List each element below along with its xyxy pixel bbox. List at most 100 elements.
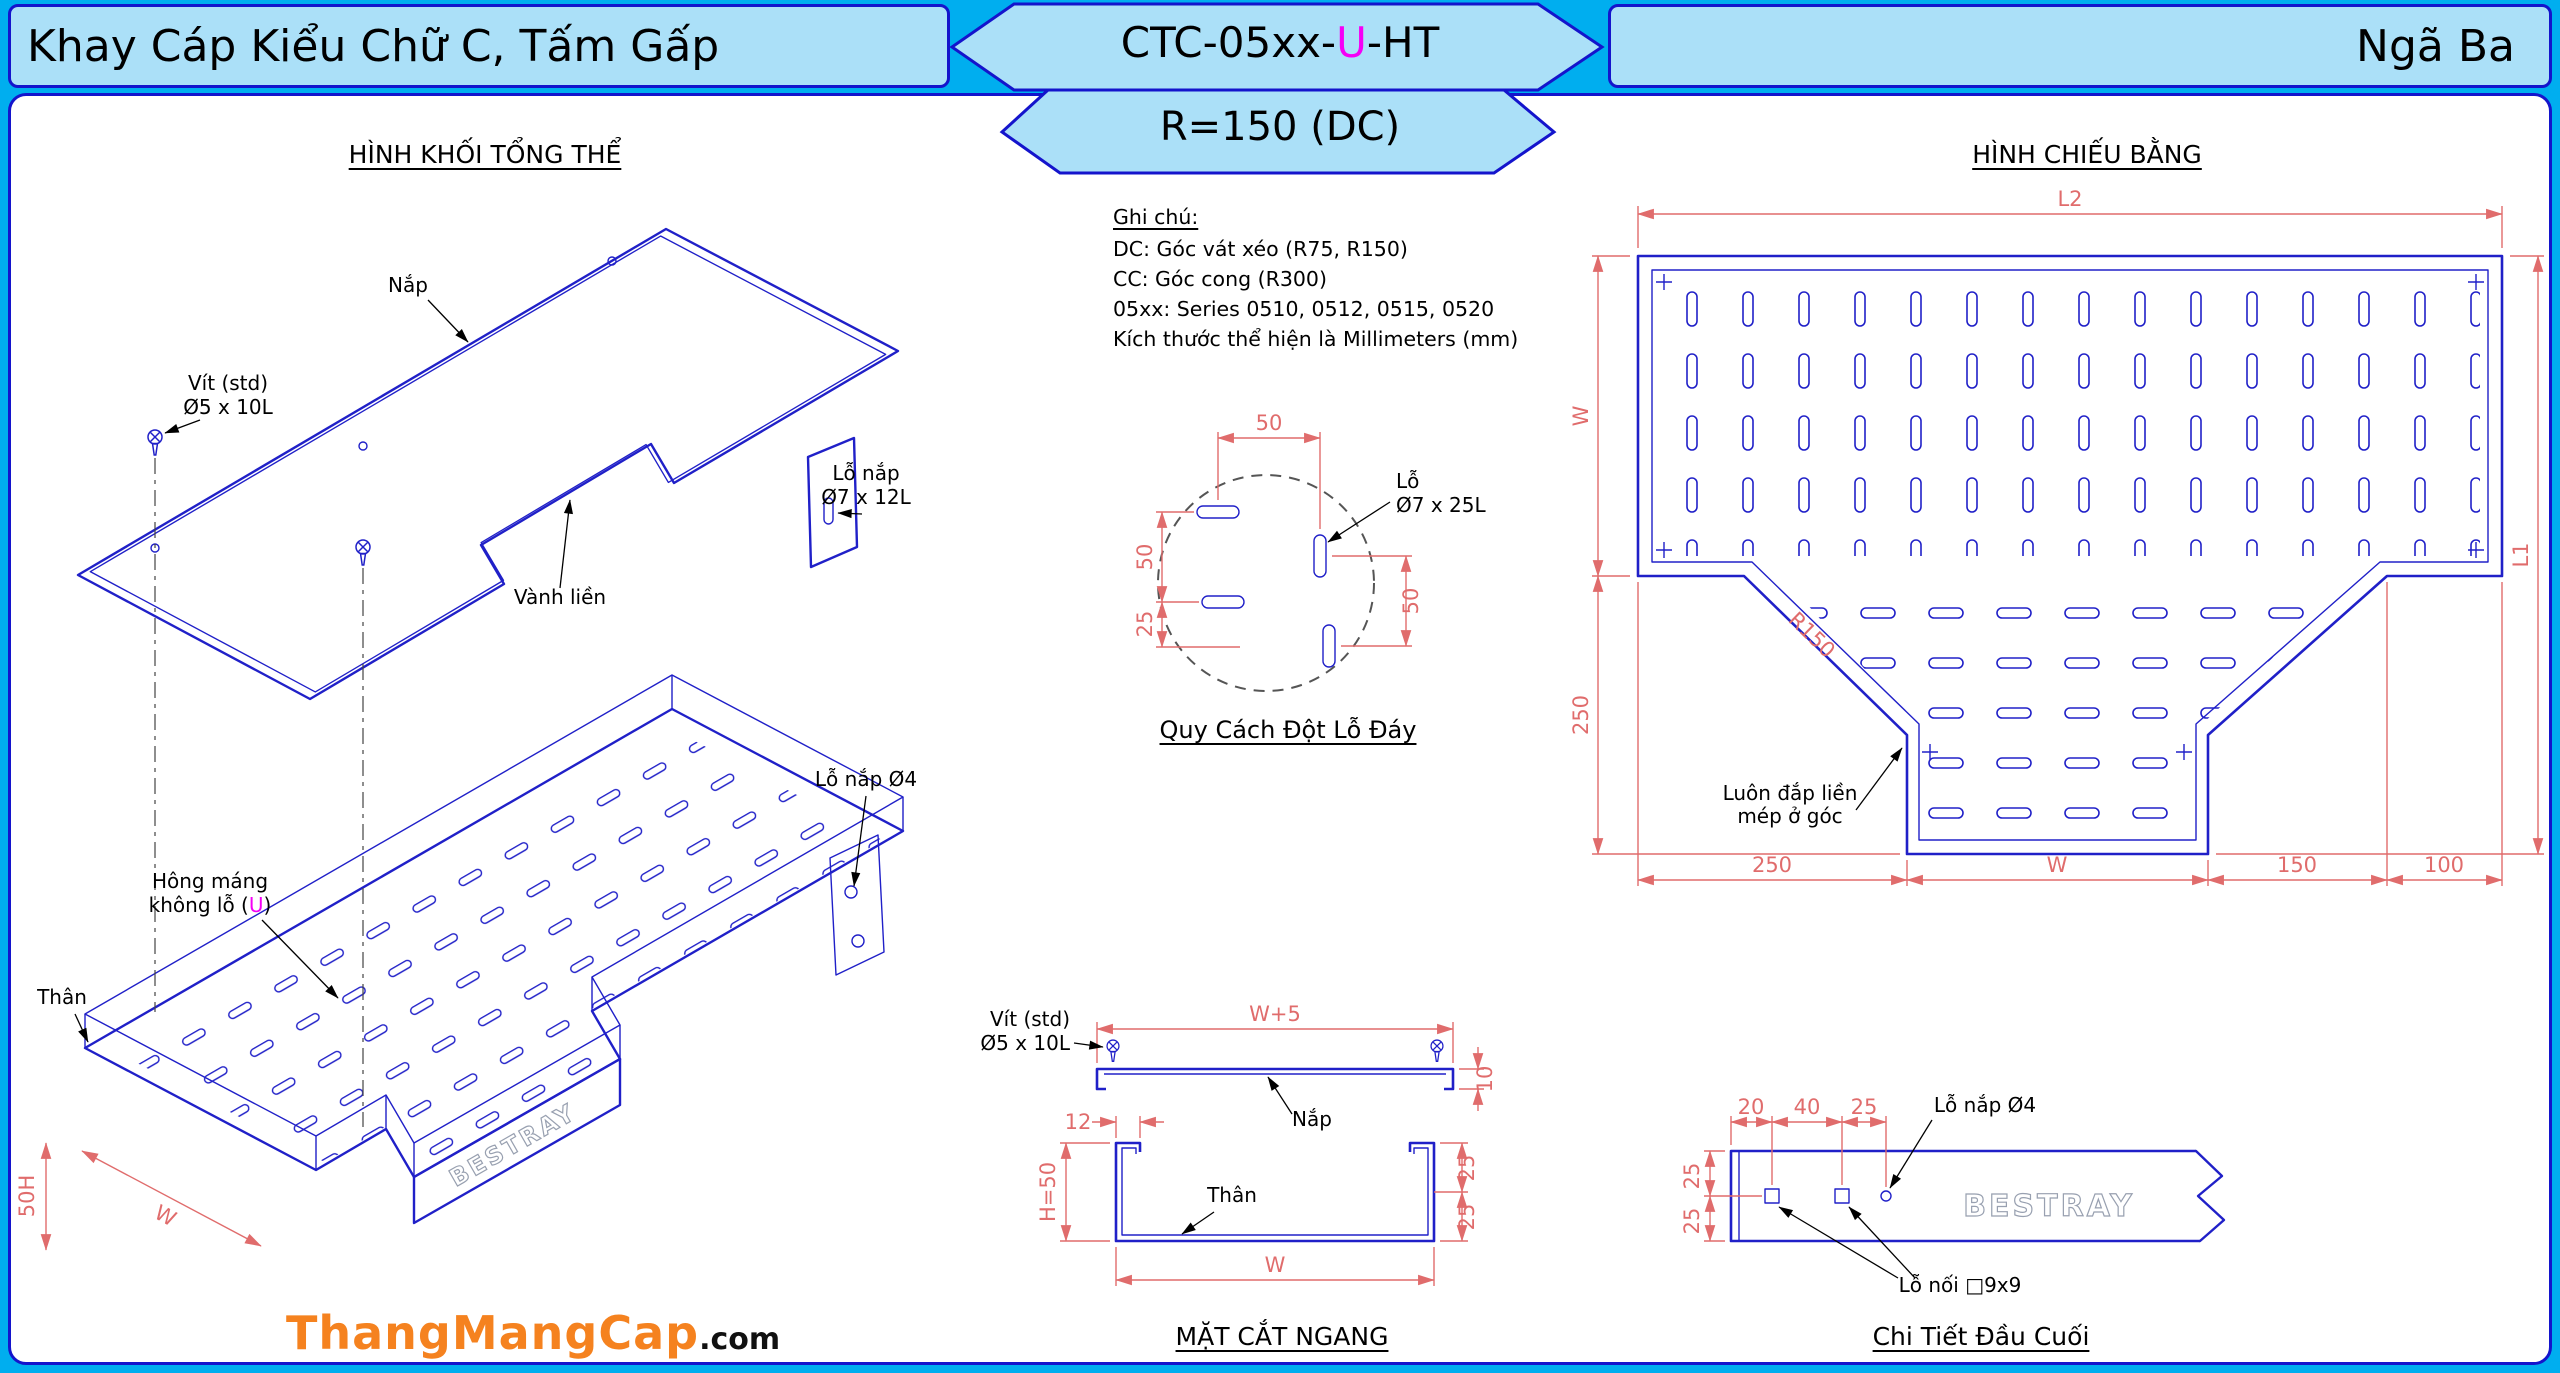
plan-perforations-stem (1790, 585, 2350, 838)
leader-line (261, 919, 339, 999)
screw-label-2: Ø5 x 10L (183, 395, 273, 419)
joint-hole-label: Lỗ nối □9x9 (1899, 1273, 2022, 1297)
dim-250-left: 250 (1569, 695, 1593, 735)
embossed-brand: BESTRAY (1963, 1189, 2135, 1224)
model-code-prefix: CTC-05xx- (1120, 18, 1337, 67)
leader-line (427, 299, 469, 343)
leader-line (1073, 1040, 1104, 1050)
dim-left-25: 25 (1133, 611, 1157, 638)
dim-l1: L1 (2509, 542, 2533, 567)
dim-25b: 25 (1680, 1208, 1704, 1235)
fitting-type-title: Ngã Ba (2356, 20, 2515, 72)
dim-50h: 50H (15, 1175, 39, 1218)
end-detail-drawing: 20 40 25 25 25 Lỗ nắp Ø4 BESTRAY Lỗ nối … (1680, 1093, 2226, 1297)
dim-25a: 25 (1455, 1155, 1479, 1182)
dim-25b: 25 (1455, 1204, 1479, 1231)
note-line: CC: Góc cong (R300) (1113, 267, 1327, 291)
cover-label: Nắp (1292, 1107, 1332, 1131)
branch-apron (412, 1057, 622, 1225)
tab-hole (844, 885, 858, 899)
note-line: DC: Góc vát xéo (R75, R150) (1113, 237, 1408, 261)
cover-screw-hole (358, 441, 368, 451)
body-section-outer (1114, 1141, 1436, 1243)
cover-hole-label: Lỗ nắp Ø4 (1934, 1093, 2036, 1117)
punch-slot-v (1322, 624, 1336, 668)
plan-inner-line (1651, 269, 2489, 841)
dim-20: 20 (1738, 1095, 1765, 1119)
note-line: 05xx: Series 0510, 0512, 0515, 0520 (1113, 297, 1495, 321)
iso-view-title: HÌNH KHỐI TỔNG THỂ (348, 140, 622, 169)
end-detail-title: Chi Tiết Đầu Cuối (1872, 1322, 2090, 1351)
punch-detail-title: Quy Cách Đột Lỗ Đáy (1159, 716, 1417, 744)
model-code-accent: U (1336, 18, 1367, 67)
dim-40: 40 (1794, 1095, 1821, 1119)
leader-line (1889, 1119, 1933, 1189)
cover-label: Nắp (388, 273, 428, 297)
side-label-2: không lỗ (U) (149, 893, 272, 917)
leader-line (74, 1013, 89, 1043)
dim-12: 12 (1065, 1110, 1092, 1134)
corner-note-1: Luôn đắp liền (1723, 781, 1858, 805)
body-label: Thân (1206, 1183, 1257, 1207)
variant-label: R=150 (DC) (1159, 104, 1401, 150)
body-label: Thân (36, 985, 87, 1009)
dim-w: W (150, 1200, 180, 1231)
leader-line (1848, 1206, 1916, 1279)
iso-view-annotations: Nắp Vít (std) Ø5 x 10L Lỗ nắp Ø7 x 12L V… (15, 273, 917, 1251)
joint-square-hole (1834, 1188, 1850, 1204)
model-code-suffix: -HT (1366, 18, 1440, 67)
leader-line (1327, 501, 1391, 543)
dim-150-bottom: 150 (2277, 853, 2317, 877)
cross-section-drawing: W+5 10 12 H=50 25 25 W Vít (std) Ø5 x 10… (980, 1002, 1497, 1286)
leader-line (1855, 747, 1903, 811)
dim-250-bottom: 250 (1752, 853, 1792, 877)
punch-extension-lines (1156, 432, 1412, 648)
cover-flap-slot (823, 497, 834, 525)
screw-icon (147, 429, 163, 456)
notes-title: Ghi chú: (1113, 205, 1199, 229)
rim-label: Vành liền (514, 585, 606, 609)
section-extension-lines (1060, 1022, 1484, 1286)
header-hexagon-shape (949, 2, 1605, 175)
body-section-inner (1121, 1147, 1429, 1236)
dim-right-50: 50 (1399, 588, 1423, 615)
floor-perforations (105, 724, 883, 1169)
dim-w-left: W (1569, 405, 1593, 426)
screw-icon (355, 539, 371, 566)
plan-outline (1636, 254, 2504, 856)
side-label-1: Hông máng (152, 869, 268, 893)
leader-line (1181, 1211, 1215, 1235)
cover-screw-hole (607, 256, 617, 266)
dim-w: W (1265, 1253, 1286, 1277)
punch-slot-h (1196, 505, 1240, 519)
cover-outline (76, 227, 900, 701)
leader-line (837, 509, 863, 519)
dim-w5: W+5 (1249, 1002, 1301, 1026)
header-right-panel: Ngã Ba (1608, 4, 2552, 88)
header-left-panel: Khay Cáp Kiểu Chữ C, Tấm Gấp (8, 4, 950, 88)
cover-section (1095, 1067, 1455, 1091)
dim-line-width (81, 1150, 262, 1247)
cover-inner-line (89, 235, 887, 693)
cover-end-flap (806, 436, 859, 569)
tab-hole (851, 934, 865, 948)
dim-w-bottom: W (2047, 853, 2068, 877)
model-code: CTC-05xx-U-HT (948, 18, 1612, 67)
screw-label-1: Vít (std) (188, 371, 268, 395)
screw-label-1: Vít (std) (990, 1007, 1070, 1031)
website-logo: ThangMangCap.com (286, 1306, 780, 1360)
dim-h50: H=50 (1036, 1162, 1060, 1222)
note-line: Kích thước thể hiện là Millimeters (mm) (1113, 327, 1519, 351)
screw-icon (1106, 1039, 1120, 1062)
punch-hole-label-2: Ø7 x 25L (1396, 493, 1486, 517)
detail-circle (1157, 474, 1375, 692)
cover-hole-label-2: Ø7 x 12L (821, 485, 911, 509)
dim-l2: L2 (2057, 187, 2082, 211)
variant-hexagon (999, 88, 1557, 175)
plan-view-title: HÌNH CHIẾU BẰNG (1972, 140, 2202, 169)
header-center-panel (948, 2, 1612, 176)
website-logo-suffix: .com (699, 1322, 781, 1357)
corner-note-2: mép ở góc (1737, 804, 1842, 828)
